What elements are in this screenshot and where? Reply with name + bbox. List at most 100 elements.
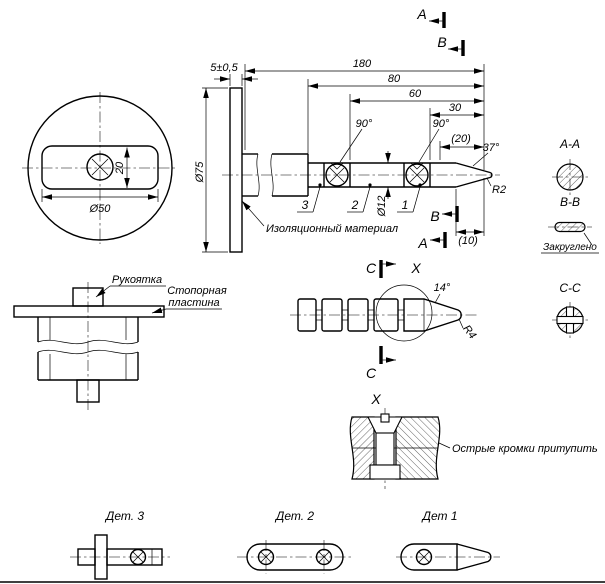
dim-r2-label: R2: [492, 184, 506, 196]
cone-edge: [455, 162, 491, 174]
screw-slot-line: [260, 551, 272, 563]
detail-x-circle: [375, 284, 433, 342]
pos-leader: [362, 186, 371, 213]
screw-head: [86, 153, 114, 181]
section-cc-slot: [556, 315, 584, 325]
section-bb-title: В-В: [560, 195, 580, 209]
det2-body: [246, 543, 344, 571]
note-handle: Рукоятка: [112, 274, 162, 286]
dim-180-label: 180: [353, 58, 372, 70]
dim-r4-label: R4: [460, 323, 478, 341]
countersink-mark: [330, 162, 344, 170]
cut-a-label: А: [416, 6, 426, 22]
det3-body: [106, 548, 163, 566]
leader-line: [458, 318, 464, 329]
screw-slot-line: [409, 167, 425, 183]
cut-c-label: С: [366, 365, 377, 381]
det1-body: [400, 543, 458, 571]
screw-slot-line: [132, 551, 144, 563]
break-line: [270, 153, 274, 197]
section-cc-title: С-С: [559, 281, 581, 295]
det1-cone: [456, 543, 492, 571]
leader-line: [95, 285, 111, 298]
det1-title: Дет 1: [421, 509, 458, 523]
det3-title: Дет. 3: [104, 509, 145, 523]
leader-line: [434, 293, 441, 304]
bottom-stem: [76, 379, 100, 403]
section-views: А-А В-В Закруглено С-С: [541, 137, 599, 338]
leader-line: [339, 128, 363, 163]
leader-line: [151, 307, 167, 314]
screw-slot-line: [318, 551, 330, 563]
view-handle-front: 20 Ø50: [22, 92, 178, 244]
break-line: [256, 153, 260, 197]
screw-head: [325, 163, 349, 187]
det3-screw: [129, 548, 147, 566]
detail-x-title: X: [370, 391, 381, 407]
pos-leader: [312, 186, 321, 213]
cut-a-label: А: [417, 235, 427, 251]
note-stop-plate-1: Стопорная: [167, 285, 227, 297]
dim-80-label: 80: [388, 73, 401, 85]
section-bb-body: [554, 221, 586, 233]
pos-dot: [368, 183, 372, 187]
dim-dia12-label: Ø12: [376, 196, 388, 218]
detail-parts-row: Дет. 3 Дет. 2 Дет 1: [70, 509, 500, 580]
view-side-shaft: 5±0,5 Ø75: [194, 6, 506, 253]
pos-dot: [318, 183, 322, 187]
dim-dia50-label: Ø50: [89, 203, 112, 215]
screw-slot: [380, 413, 390, 423]
screw-slot-line: [418, 551, 430, 563]
pos-leader: [412, 186, 421, 213]
leader-line: [583, 232, 593, 246]
dim-14-label: 14°: [434, 282, 451, 294]
leader-line: [438, 442, 451, 449]
det2-screw: [315, 548, 333, 566]
cut-b-label: В: [437, 34, 446, 50]
screw-nut: [369, 464, 401, 480]
screw-shank: [375, 432, 395, 466]
dim-thk5-label: 5±0,5: [210, 62, 238, 74]
handle-disc-outline: [27, 95, 173, 241]
tip-radius: [489, 171, 493, 179]
handle-grip-outline: [41, 145, 159, 190]
dim-ref10-label: (10): [458, 235, 478, 247]
dim-dia75-label: Ø75: [194, 161, 206, 184]
section-aa-title: А-А: [559, 137, 580, 151]
det2-screw: [257, 548, 275, 566]
countersink-mark: [410, 162, 424, 170]
screw-slot-line: [91, 158, 109, 176]
leader-line: [472, 152, 489, 167]
flange-plate: [229, 87, 243, 253]
view-rod-segments: С С X 14° R4: [290, 260, 478, 381]
pos-2-label: 2: [351, 198, 359, 212]
section-aa-body: [556, 163, 584, 191]
stop-plate: [13, 305, 165, 318]
screw-slot-line: [329, 167, 345, 183]
leader-line: [486, 177, 492, 187]
det2-title: Дет. 2: [274, 509, 315, 523]
dim-ref20-label: (20): [451, 133, 471, 145]
cone-edge: [455, 176, 491, 188]
detail-x-label: X: [410, 260, 421, 276]
dim-30-label: 30: [449, 102, 462, 114]
break-line: [37, 339, 139, 345]
note-stop-plate-2: пластина: [168, 297, 219, 309]
note-blunt-edges: Острые кромки притупить: [452, 443, 598, 455]
view-detail-x: X Острые кромки притупить: [349, 391, 598, 489]
dim-60-label: 60: [409, 88, 422, 100]
dim-37-label: 37°: [483, 142, 500, 154]
pos-3-label: 3: [302, 198, 309, 212]
pos-1-label: 1: [402, 198, 409, 212]
leader-line: [418, 128, 440, 163]
dim-20-label: 20: [114, 161, 126, 175]
pos-dot: [418, 183, 422, 187]
dim-90-left-label: 90°: [356, 118, 373, 130]
leader-line: [241, 200, 265, 227]
note-rounded: Закруглено: [543, 242, 597, 253]
note-insulation: Изоляционный материал: [266, 223, 398, 235]
screw-head: [405, 163, 429, 187]
break-line: [37, 349, 139, 355]
